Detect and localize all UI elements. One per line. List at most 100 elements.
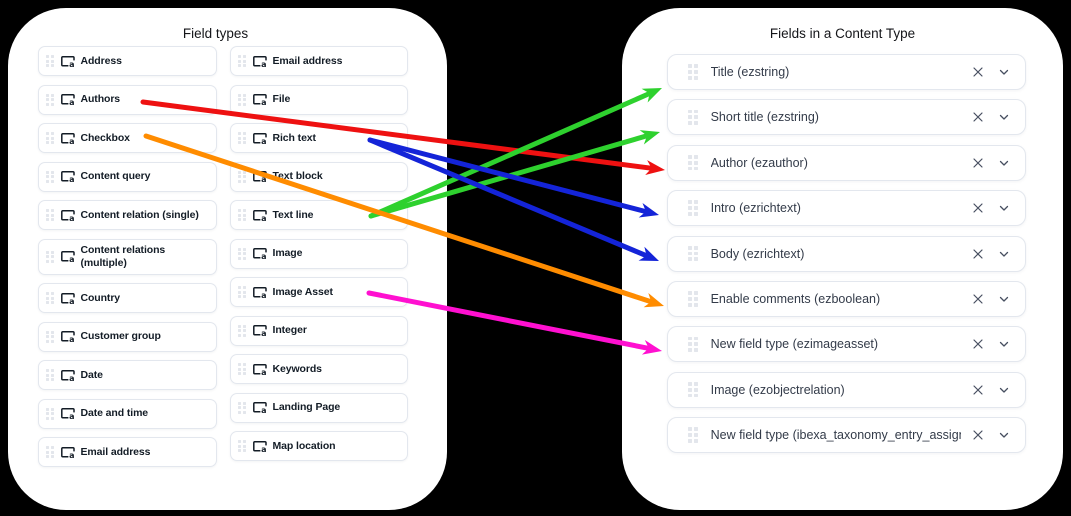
drag-handle-icon[interactable] <box>238 55 246 67</box>
field-type-item[interactable]: a Rich text <box>230 123 408 153</box>
field-types-panel: Field types a Address a Authors <box>8 8 447 510</box>
drag-handle-icon[interactable] <box>688 64 698 80</box>
drag-handle-icon[interactable] <box>688 336 698 353</box>
content-type-field-row[interactable]: New field type (ezimageasset) <box>667 326 1026 363</box>
field-type-item[interactable]: a Email address <box>38 437 217 467</box>
field-type-label: Content relations (multiple) <box>80 243 166 269</box>
drag-handle-icon[interactable] <box>238 440 246 452</box>
drag-handle-icon[interactable] <box>238 363 246 375</box>
field-type-item[interactable]: a Text block <box>230 161 408 192</box>
content-type-field-row[interactable]: Enable comments (ezboolean) <box>667 280 1026 317</box>
field-type-item[interactable]: a Content query <box>38 161 217 192</box>
drag-handle-icon[interactable] <box>46 407 54 420</box>
collapse-field-button[interactable] <box>995 426 1013 444</box>
field-type-icon: a <box>252 132 267 145</box>
field-type-item[interactable]: a Date <box>38 360 217 390</box>
field-type-icon: a <box>252 55 267 68</box>
field-type-item[interactable]: a Content relations (multiple) <box>38 238 217 275</box>
remove-field-button[interactable] <box>969 381 987 399</box>
drag-handle-icon[interactable] <box>46 55 54 67</box>
content-type-field-row[interactable]: Title (ezstring) <box>667 54 1026 90</box>
drag-handle-icon[interactable] <box>238 93 246 106</box>
field-type-label: Content relation (single) <box>80 208 199 221</box>
remove-field-button[interactable] <box>969 290 987 308</box>
content-type-field-row[interactable]: Author (ezauthor) <box>667 144 1026 181</box>
drag-handle-icon[interactable] <box>46 209 54 221</box>
drag-handle-icon[interactable] <box>46 330 54 343</box>
drag-handle-icon[interactable] <box>688 200 698 216</box>
field-type-item[interactable]: a Image Asset <box>230 277 408 307</box>
collapse-field-button[interactable] <box>995 381 1013 399</box>
field-type-item[interactable]: a File <box>230 84 408 115</box>
field-type-icon: a <box>252 209 267 222</box>
content-type-field-row[interactable]: Intro (ezrichtext) <box>667 190 1026 227</box>
collapse-field-button[interactable] <box>995 199 1013 217</box>
collapse-field-button[interactable] <box>995 335 1013 353</box>
content-type-field-row[interactable]: New field type (ibexa_taxonomy_entry_ass… <box>667 417 1026 454</box>
drag-handle-icon[interactable] <box>688 382 698 398</box>
content-type-field-row[interactable]: Short title (ezstring) <box>667 99 1026 136</box>
remove-field-button[interactable] <box>969 108 987 126</box>
field-type-item[interactable]: a Integer <box>230 315 408 346</box>
field-type-item[interactable]: a Map location <box>230 431 408 461</box>
drag-handle-icon[interactable] <box>238 286 246 298</box>
field-type-label: Email address <box>80 445 151 458</box>
chevron-down-icon <box>997 201 1011 215</box>
remove-field-button[interactable] <box>969 335 987 353</box>
field-type-icon: a <box>252 170 267 183</box>
drag-handle-icon[interactable] <box>238 247 246 260</box>
svg-text:a: a <box>261 98 266 106</box>
field-label: Image (ezobjectrelation) <box>710 382 845 397</box>
field-type-item[interactable]: a Keywords <box>230 354 408 384</box>
field-type-item[interactable]: a Checkbox <box>38 123 217 153</box>
drag-handle-icon[interactable] <box>688 155 698 171</box>
field-type-icon: a <box>60 369 75 382</box>
drag-handle-icon[interactable] <box>238 170 246 183</box>
svg-text:a: a <box>69 214 74 222</box>
field-type-label: Keywords <box>272 362 322 375</box>
remove-field-button[interactable] <box>969 199 987 217</box>
drag-handle-icon[interactable] <box>238 324 246 337</box>
remove-field-button[interactable] <box>969 245 987 263</box>
drag-handle-icon[interactable] <box>46 369 54 381</box>
field-type-item[interactable]: a Date and time <box>38 398 217 429</box>
collapse-field-button[interactable] <box>995 108 1013 126</box>
svg-text:a: a <box>69 297 74 305</box>
field-type-icon: a <box>252 363 267 376</box>
field-type-item[interactable]: a Landing Page <box>230 392 408 423</box>
drag-handle-icon[interactable] <box>688 245 698 262</box>
field-type-item[interactable]: a Text line <box>230 200 408 230</box>
content-type-field-row[interactable]: Body (ezrichtext) <box>667 235 1026 272</box>
drag-handle-icon[interactable] <box>46 170 54 183</box>
field-type-item[interactable]: a Customer group <box>38 321 217 352</box>
field-type-item[interactable]: a Country <box>38 283 217 313</box>
drag-handle-icon[interactable] <box>688 427 698 443</box>
drag-handle-icon[interactable] <box>46 93 54 106</box>
collapse-field-button[interactable] <box>995 290 1013 308</box>
drag-handle-icon[interactable] <box>46 132 54 144</box>
drag-handle-icon[interactable] <box>238 209 246 221</box>
remove-field-button[interactable] <box>969 154 987 172</box>
drag-handle-icon[interactable] <box>688 109 698 126</box>
field-type-item[interactable]: a Email address <box>230 46 408 76</box>
drag-handle-icon[interactable] <box>46 292 54 304</box>
field-type-item[interactable]: a Authors <box>38 84 217 115</box>
drag-handle-icon[interactable] <box>238 401 246 414</box>
drag-handle-icon[interactable] <box>46 250 54 263</box>
field-type-item[interactable]: a Image <box>230 238 408 269</box>
remove-field-button[interactable] <box>969 426 987 444</box>
field-label: Short title (ezstring) <box>710 110 819 125</box>
content-type-field-row[interactable]: Image (ezobjectrelation) <box>667 371 1026 408</box>
field-type-item[interactable]: a Content relation (single) <box>38 200 217 230</box>
remove-field-button[interactable] <box>969 63 987 81</box>
collapse-field-button[interactable] <box>995 245 1013 263</box>
content-type-field-list: Title (ezstring) Short title (ezstring) <box>667 54 1026 454</box>
drag-handle-icon[interactable] <box>46 446 54 458</box>
collapse-field-button[interactable] <box>995 154 1013 172</box>
x-icon <box>971 65 985 79</box>
field-type-item[interactable]: a Address <box>38 46 217 76</box>
collapse-field-button[interactable] <box>995 63 1013 81</box>
drag-handle-icon[interactable] <box>688 291 698 307</box>
field-type-icon: a <box>252 286 267 299</box>
drag-handle-icon[interactable] <box>238 132 246 144</box>
